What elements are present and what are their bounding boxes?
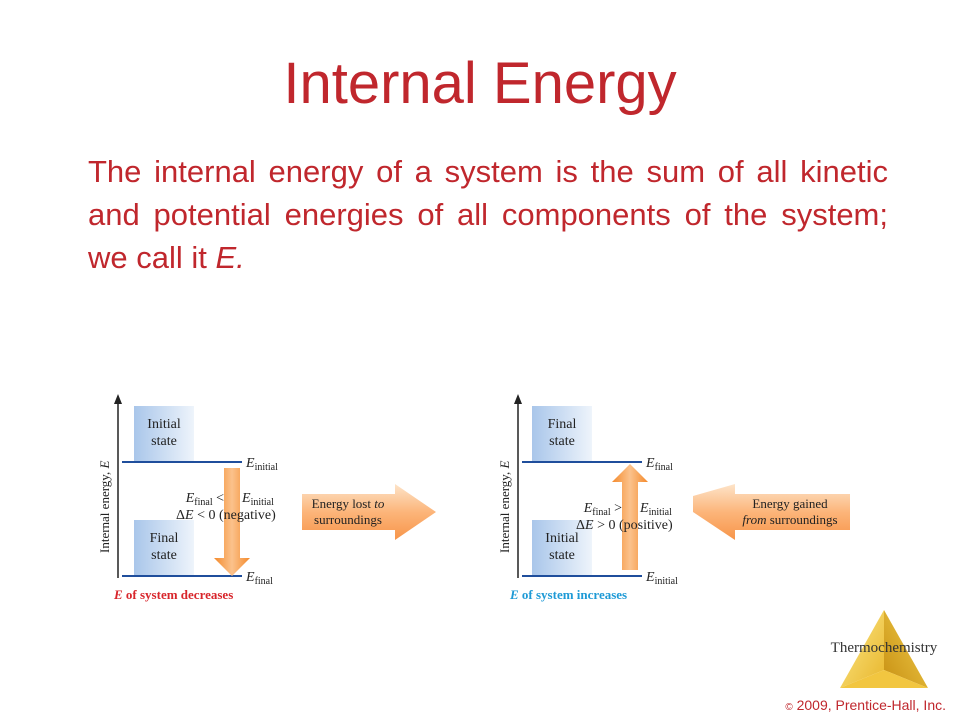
body-text-main: The internal energy of a system is the s… (88, 154, 888, 275)
energy-decrease-diagram: Internal energy, E Initial state Final s… (90, 388, 450, 608)
e-initial-label: Einitial (645, 570, 678, 587)
energy-gained-label-1: Energy gained (752, 496, 828, 511)
energy-lost-label-2: surroundings (314, 512, 382, 527)
initial-state-label-2: state (549, 548, 575, 563)
energy-gained-label-2: from surroundings (742, 512, 837, 527)
copyright-symbol: © (785, 702, 793, 713)
delta-e-label: ΔE < 0 (negative) (176, 508, 276, 523)
relation-label: Efinal > (583, 501, 622, 518)
relation-label: Efinal < (185, 491, 224, 508)
increase-caption: E of system increases (509, 587, 627, 602)
pyramid-right-face (884, 610, 928, 688)
decrease-caption: E of system decreases (113, 587, 233, 602)
energy-decrease-arrow (214, 468, 250, 576)
footer-section-label: Thermochemistry (830, 640, 938, 656)
e-final-label: Efinal (245, 570, 273, 587)
relation-rhs: Einitial (639, 501, 672, 518)
initial-state-label: Initial (545, 531, 579, 546)
final-state-label: Final (150, 531, 179, 546)
slide-body-text: The internal energy of a system is the s… (88, 150, 888, 279)
final-state-label: Final (548, 417, 577, 432)
initial-state-box (532, 520, 592, 576)
energy-increase-arrow (612, 464, 648, 570)
energy-gained-arrow (693, 484, 857, 540)
relation-rhs: Einitial (241, 491, 274, 508)
copyright-notice: © 2009, Prentice-Hall, Inc. (785, 697, 946, 713)
copyright-text: 2009, Prentice-Hall, Inc. (796, 697, 946, 713)
initial-state-box (134, 406, 194, 462)
final-state-box (532, 406, 592, 462)
initial-state-label-2: state (151, 434, 177, 449)
pyramid-logo (836, 608, 932, 692)
y-axis-label: Internal energy, E (497, 461, 512, 553)
energy-lost-label-1: Energy lost to (312, 496, 385, 511)
delta-e-label: ΔE > 0 (positive) (576, 518, 673, 533)
e-final-label: Efinal (645, 456, 673, 473)
body-text-symbol: E. (215, 240, 245, 275)
energy-increase-diagram: Internal energy, E Final state Initial s… (490, 388, 857, 608)
energy-lost-arrow (302, 484, 436, 540)
initial-state-label: Initial (147, 417, 181, 432)
e-initial-label: Einitial (245, 456, 278, 473)
pyramid-base-face (840, 670, 928, 688)
y-axis-label: Internal energy, E (97, 461, 112, 553)
y-axis-arrowhead (114, 394, 122, 404)
y-axis-arrowhead (514, 394, 522, 404)
final-state-label-2: state (151, 548, 177, 563)
final-state-box (134, 520, 194, 576)
pyramid-left-face (840, 610, 884, 688)
slide-title: Internal Energy (283, 51, 677, 116)
final-state-label-2: state (549, 434, 575, 449)
